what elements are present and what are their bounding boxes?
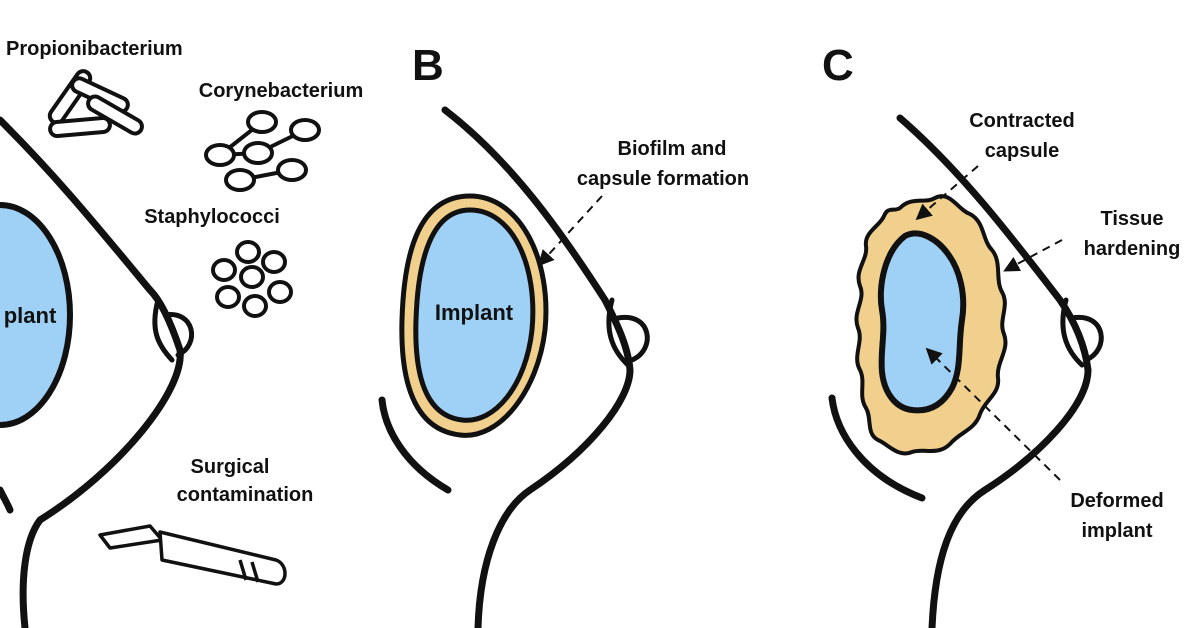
implant-c: [877, 230, 967, 414]
panel-a: plant Propionibacterium Corynebacterium …: [0, 38, 363, 628]
breast-lower-curve-b: [378, 396, 452, 494]
biofilm-arrow: [537, 195, 603, 267]
breast-outline-a: [0, 116, 184, 628]
breast-lower-curve-a: [0, 486, 14, 514]
nipple-b: [606, 297, 650, 368]
tissue-arrow: [1003, 239, 1063, 272]
corynebacterium-label: Corynebacterium: [199, 80, 364, 102]
panel-c: C Contracted capsule Tissue hardening De…: [822, 41, 1180, 628]
breast-outline-b: [441, 106, 634, 628]
rod-bacteria-icon: [47, 69, 144, 139]
breast-outline-c: [896, 114, 1092, 628]
propionibacterium-label: Propionibacterium: [6, 38, 183, 60]
implant-b: [413, 207, 536, 423]
scalpel-icon: [98, 524, 287, 586]
tissue-label-line2: hardening: [1084, 238, 1181, 260]
contracted-label-line1: Contracted: [969, 110, 1075, 132]
nipple-c: [1060, 297, 1104, 368]
tissue-label-line1: Tissue: [1101, 208, 1164, 230]
deformed-label-line2: implant: [1081, 520, 1152, 542]
biofilm-label-line1: Biofilm and: [618, 138, 727, 160]
implant-label-b: Implant: [435, 300, 514, 325]
panel-label-c: C: [822, 41, 854, 90]
panel-b: B Implant Biofilm and capsule formation: [378, 41, 749, 628]
surgical-label-line2: contamination: [177, 484, 314, 506]
biofilm-label-line2: capsule formation: [577, 168, 749, 190]
staphylococci-label: Staphylococci: [144, 206, 280, 228]
coryne-bacteria-icon: [204, 110, 321, 192]
panel-label-b: B: [412, 41, 444, 90]
coccus-cluster-icon: [211, 240, 293, 318]
implant-a: [0, 202, 73, 428]
surgical-label-line1: Surgical: [191, 456, 270, 478]
implant-label-a: plant: [4, 303, 57, 328]
breast-lower-curve-c: [828, 394, 926, 502]
deformed-label-line1: Deformed: [1070, 490, 1163, 512]
deformed-arrow: [925, 347, 1061, 481]
nipple-a: [152, 297, 195, 363]
contracted-label-line2: capsule: [985, 140, 1059, 162]
